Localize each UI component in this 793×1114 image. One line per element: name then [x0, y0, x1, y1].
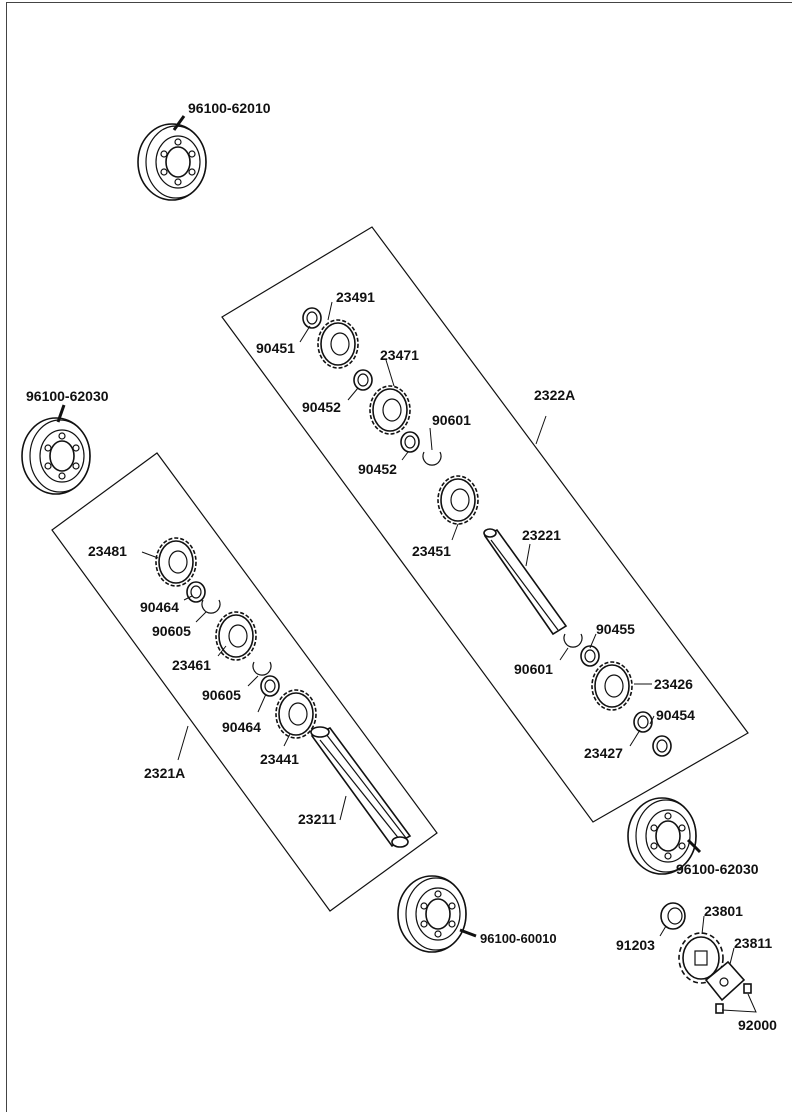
label-90464-b: 90464: [222, 719, 261, 735]
part-23211-shaft: [310, 726, 412, 848]
part-23491-gear: [317, 319, 359, 369]
label-92000: 92000: [738, 1017, 777, 1033]
part-23451-gear: [437, 475, 479, 525]
part-90451-ring: [302, 307, 322, 329]
label-23427: 23427: [584, 745, 623, 761]
label-23221: 23221: [522, 527, 561, 543]
label-90464-a: 90464: [140, 599, 179, 615]
label-90605-a: 90605: [152, 623, 191, 639]
label-90451: 90451: [256, 340, 295, 356]
part-90464-ring-b: [260, 675, 280, 697]
label-23426: 23426: [654, 676, 693, 692]
part-90601-clip-b: [563, 633, 583, 648]
part-90455-ring: [580, 645, 600, 667]
part-90452-ring-a: [353, 369, 373, 391]
label-bearing-left: 96100-62030: [26, 388, 109, 404]
label-90452-b: 90452: [358, 461, 397, 477]
diagram-frame: [6, 2, 792, 1112]
label-23211: 23211: [298, 811, 336, 827]
part-23801-sprocket: [678, 932, 724, 984]
label-91203: 91203: [616, 937, 655, 953]
label-23491: 23491: [336, 289, 375, 305]
bearing-top: [137, 123, 207, 201]
part-23427-collar: [633, 711, 653, 733]
part-90454-ring: [652, 735, 672, 757]
part-23811-plate: [704, 960, 746, 1002]
part-90605-clip-b: [252, 661, 272, 676]
label-2321a: 2321A: [144, 765, 185, 781]
part-23441-gear: [275, 689, 317, 739]
bearing-bottom: [397, 875, 467, 953]
label-bearing-top: 96100-62010: [188, 100, 271, 116]
part-90464-ring-a: [186, 581, 206, 603]
label-90601-b: 90601: [514, 661, 553, 677]
label-90455: 90455: [596, 621, 635, 637]
label-23801: 23801: [704, 903, 743, 919]
part-90605-clip-a: [201, 599, 221, 614]
group-box-2321a: [51, 452, 438, 912]
part-23471-gear: [369, 385, 411, 435]
label-90601-a: 90601: [432, 412, 471, 428]
label-23441: 23441: [260, 751, 299, 767]
part-23461-gear: [215, 611, 257, 661]
label-23451: 23451: [412, 543, 451, 559]
label-bearing-bottom: 96100-60010: [480, 931, 557, 946]
part-23481-gear: [155, 537, 197, 587]
label-23461: 23461: [172, 657, 211, 673]
part-91203-collar: [660, 902, 686, 930]
label-90454: 90454: [656, 707, 695, 723]
part-90452-ring-b: [400, 431, 420, 453]
label-90452-a: 90452: [302, 399, 341, 415]
group-box-2322a: [221, 226, 749, 823]
part-23426-gear: [591, 661, 633, 711]
part-92000-bolts: [715, 983, 752, 1014]
label-23481: 23481: [88, 543, 127, 559]
bearing-left: [21, 417, 91, 495]
label-23811: 23811: [734, 935, 772, 951]
label-2322a: 2322A: [534, 387, 575, 403]
label-90605-b: 90605: [202, 687, 241, 703]
part-90601-clip-a: [422, 451, 442, 466]
label-bearing-right: 96100-62030: [676, 861, 759, 877]
label-23471: 23471: [380, 347, 419, 363]
part-23221-shaft: [483, 528, 568, 636]
